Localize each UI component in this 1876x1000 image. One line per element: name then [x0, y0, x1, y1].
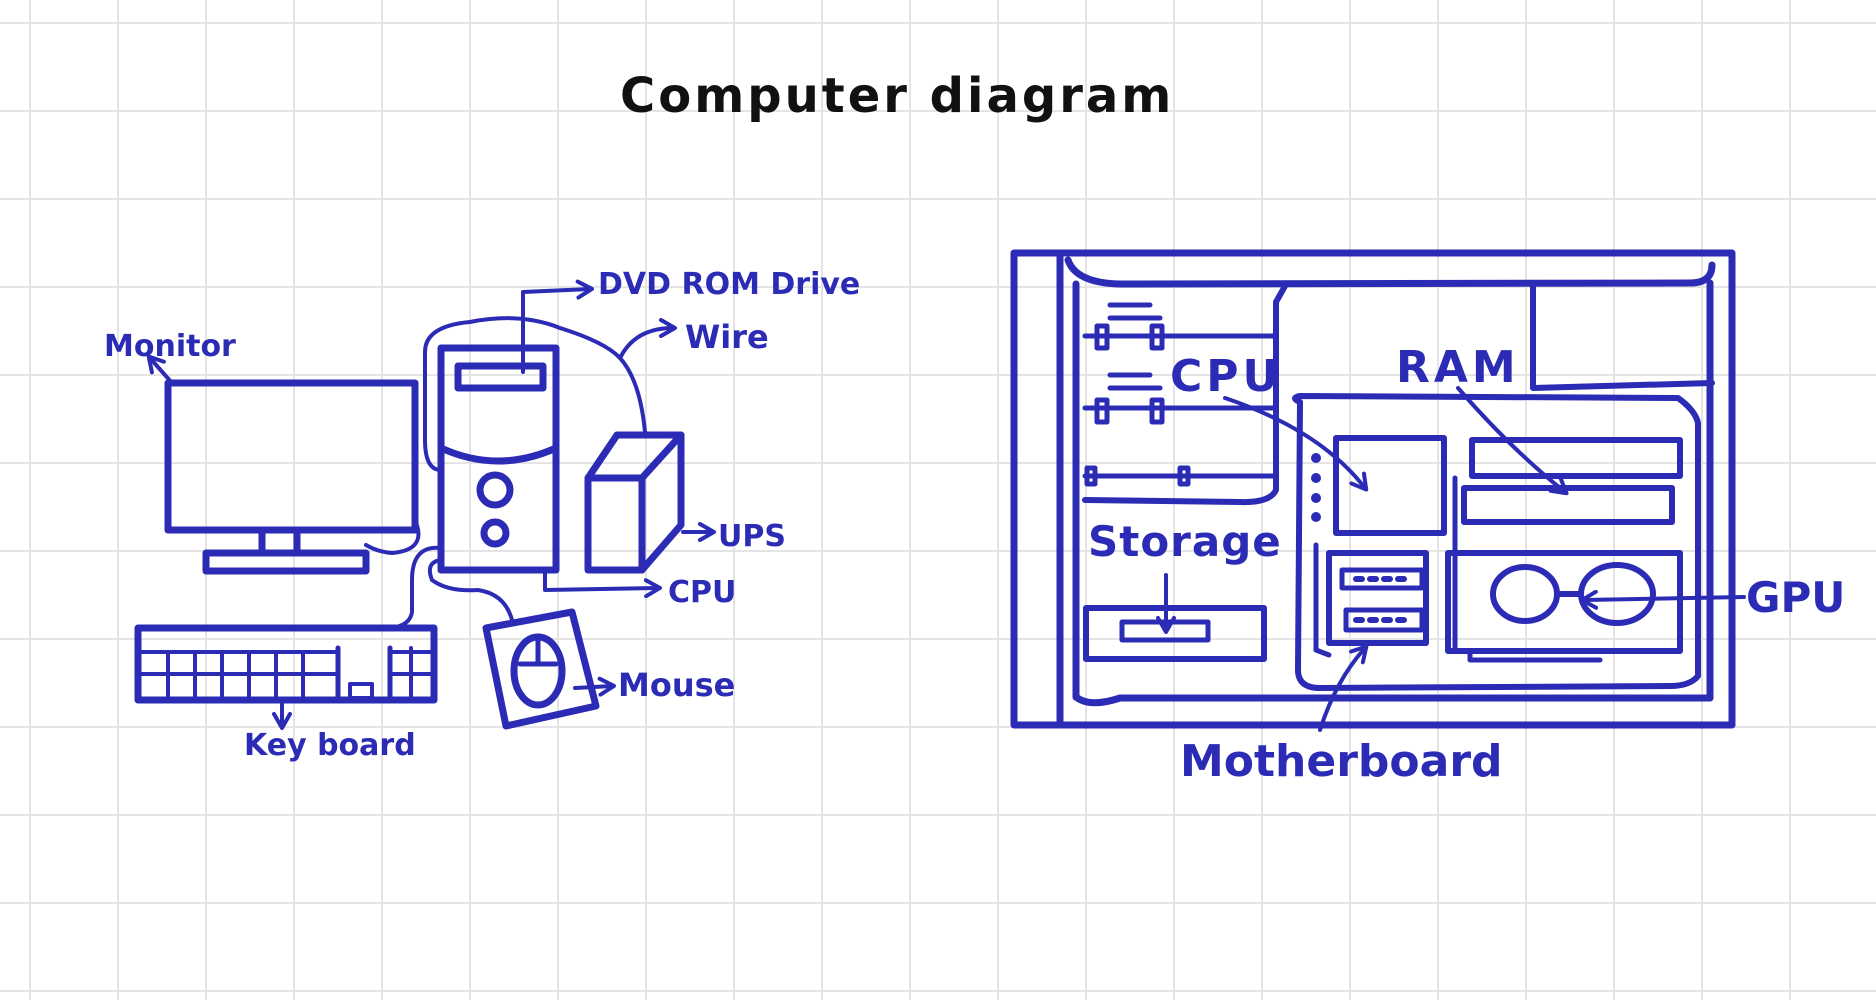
board-cpu-label: CPU [1170, 351, 1282, 402]
ups-drawing [584, 431, 685, 574]
board-motherboard-label: Motherboard [1180, 736, 1503, 787]
cpu-tower-drawing [437, 344, 560, 574]
drive-bays [1082, 283, 1288, 662]
mouse-drawing [482, 608, 600, 730]
keyboard-label: Key board [244, 728, 416, 763]
cpu-label: CPU [668, 575, 736, 610]
case-interior: CPU RAM Storage GPU Motherboard [1010, 249, 1845, 787]
motherboard-drawing [1292, 393, 1701, 691]
pc-callouts [146, 279, 716, 730]
board-gpu-label: GPU [1746, 573, 1845, 622]
cables [364, 316, 647, 630]
monitor-label: Monitor [104, 329, 236, 364]
mouse-label: Mouse [618, 666, 735, 704]
board-callouts [1156, 386, 1746, 732]
ups-label: UPS [718, 519, 786, 554]
board-ram-label: RAM [1396, 342, 1520, 393]
dvd-rom-drive-label: DVD ROM Drive [598, 267, 860, 302]
board-storage-label: Storage [1088, 517, 1282, 566]
keyboard-drawing [134, 624, 438, 704]
diagram-title: Computer diagram [620, 68, 1174, 124]
wire-label: Wire [685, 318, 769, 356]
monitor-drawing [164, 379, 419, 575]
psu-box [1530, 280, 1715, 391]
motherboard-dots [1311, 453, 1321, 522]
pc-setup: Monitor DVD ROM Drive Wire UPS CPU Mouse… [104, 267, 860, 763]
case-frame [1010, 249, 1736, 729]
